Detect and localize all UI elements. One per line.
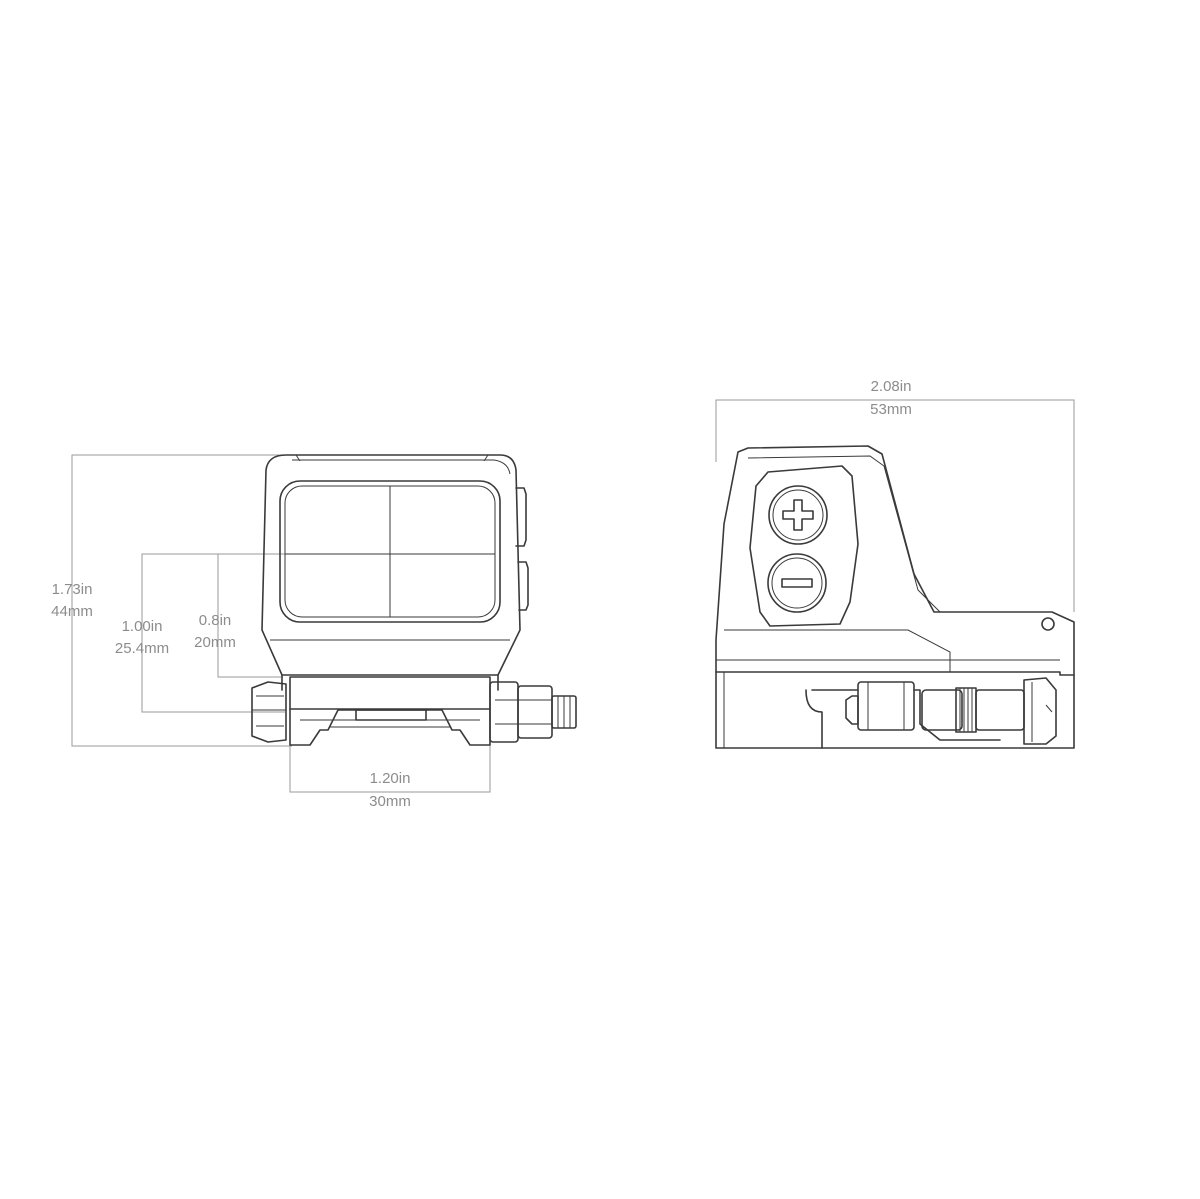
battery-cap-marker xyxy=(1041,617,1055,631)
lens-window xyxy=(279,480,501,623)
side-button-top xyxy=(515,487,527,547)
front-dimension-lines xyxy=(71,454,491,793)
height-optical-mm: 25.4mm xyxy=(115,640,169,657)
front-mount xyxy=(251,674,577,746)
width-base-inch: 1.20in xyxy=(370,770,411,787)
side-optic-body xyxy=(715,445,1075,676)
height-window-line xyxy=(217,554,282,678)
side-view: 2.08in 53mm xyxy=(715,378,1075,749)
side-clamp-block xyxy=(857,681,915,731)
minus-icon xyxy=(781,578,813,588)
clamp-knob[interactable] xyxy=(955,687,1025,733)
height-window-inch: 0.8in xyxy=(199,612,232,629)
front-optic-body xyxy=(261,454,529,676)
plus-button[interactable] xyxy=(768,485,828,545)
side-dimension-lines xyxy=(715,399,1075,612)
width-base-line xyxy=(289,744,491,793)
button-panel xyxy=(749,465,859,627)
minus-button[interactable] xyxy=(767,553,827,613)
height-optical-line xyxy=(141,553,390,713)
height-window-mm: 20mm xyxy=(194,634,236,651)
width-base-mm: 30mm xyxy=(369,793,411,810)
length-total-inch: 2.08in xyxy=(871,378,912,395)
side-clamp-cap xyxy=(1023,677,1057,745)
length-total-line xyxy=(715,399,1075,612)
height-total-inch: 1.73in xyxy=(52,581,93,598)
front-view: 1.73in 44mm 1.00in 25.4mm 0.8in 20mm 1.2… xyxy=(51,454,577,810)
cross-bolt-head xyxy=(251,681,287,743)
side-mount xyxy=(715,671,1075,749)
height-total-mm: 44mm xyxy=(51,603,93,620)
clamp-lever xyxy=(489,681,519,743)
height-optical-inch: 1.00in xyxy=(122,618,163,635)
height-total-line xyxy=(71,454,298,747)
plus-icon xyxy=(782,499,814,531)
length-total-mm: 53mm xyxy=(870,401,912,418)
side-button-bottom xyxy=(517,561,529,611)
